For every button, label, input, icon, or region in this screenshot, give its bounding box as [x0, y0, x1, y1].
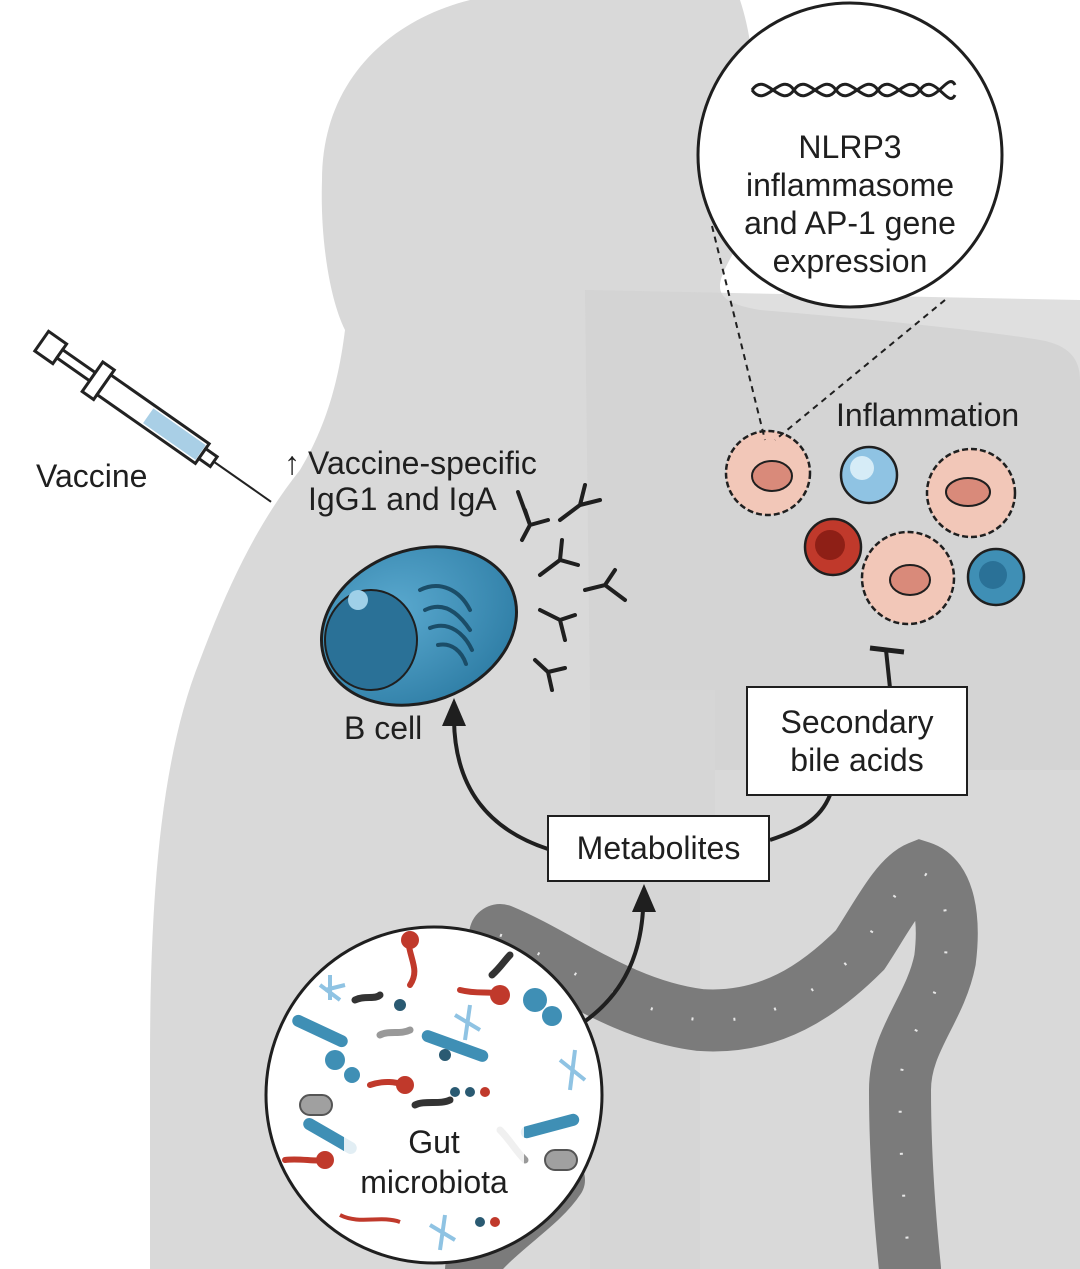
callout-dashed-line	[774, 299, 946, 441]
macrophage-icon	[925, 447, 1017, 539]
nlrp3-callout-circle	[696, 1, 1004, 309]
nlrp3-label: NLRP3 inflammasome and AP-1 gene express…	[720, 128, 980, 280]
b-cell-label: B cell	[344, 710, 423, 746]
metabolites-box: Metabolites	[547, 815, 770, 882]
vaccine-specific-label-line1: Vaccine-specific	[308, 445, 537, 481]
nlrp3-label-line4: expression	[772, 243, 928, 279]
increase-arrow-icon: ↑	[284, 445, 300, 481]
gut-microbiota-line2: microbiota	[360, 1164, 508, 1200]
macrophage-icon	[860, 530, 956, 626]
vaccine-label: Vaccine	[36, 458, 148, 494]
b-cell-icon	[320, 545, 518, 707]
gut-microbiota-line1: Gut	[408, 1124, 460, 1160]
connector-metabolites-to-bile	[769, 794, 832, 842]
large-intestine	[469, 839, 978, 1269]
arrow-head	[632, 884, 656, 912]
nlrp3-label-line2: inflammasome	[745, 167, 955, 203]
blue-cell-icon	[966, 547, 1026, 607]
secondary-bile-acids-box: Secondary bile acids	[746, 686, 968, 796]
macrophage-icon	[724, 429, 812, 517]
blue-cell-icon	[839, 445, 899, 505]
microbe-icons	[282, 931, 587, 1251]
secondary-bile-acids-line1: Secondary	[780, 704, 934, 740]
arrow-head	[442, 698, 466, 726]
callout-dashed-line	[711, 225, 766, 441]
inflammation-label: Inflammation	[836, 397, 1020, 433]
nlrp3-label-line3: and AP-1 gene	[744, 205, 956, 241]
inhibition-line	[884, 649, 892, 689]
inhibition-bar	[869, 645, 905, 655]
metabolites-label: Metabolites	[576, 830, 741, 866]
arrow-gut-to-metabolites	[573, 909, 645, 1030]
syringe-icon	[32, 329, 272, 503]
dna-icon	[750, 80, 957, 100]
antibody-icons	[516, 483, 627, 692]
arrow-metabolites-to-bcell	[452, 719, 549, 851]
gut-microbiota-label: Gut microbiota	[344, 1122, 524, 1202]
red-cell-icon	[803, 517, 863, 577]
secondary-bile-acids-line2: bile acids	[790, 742, 924, 778]
nlrp3-label-line1: NLRP3	[798, 129, 902, 165]
vaccine-specific-label-line2: IgG1 and IgA	[308, 481, 497, 517]
